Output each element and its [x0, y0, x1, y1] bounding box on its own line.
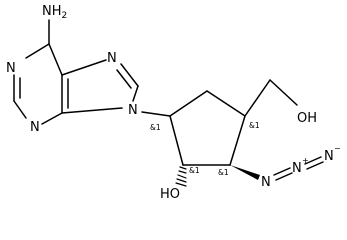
stereo-label-c4: &1	[249, 121, 260, 130]
bond-n-n2-b	[306, 161, 324, 170]
bond-n-n1-b	[275, 172, 293, 181]
bond-c5p-c4p	[206, 90, 246, 117]
n3-label: N	[30, 120, 40, 135]
n7-label: N	[107, 51, 117, 66]
bond-c5-n7	[61, 59, 107, 76]
azide-n-mid-charge: +	[302, 156, 309, 165]
azide-n-outer-charge: −	[334, 144, 341, 153]
azide-n-inner-label: N	[261, 175, 271, 190]
pyrimidine-ring-bonds	[13, 19, 69, 125]
stereo-label-c3: &1	[218, 168, 229, 177]
structure-svg: NH2 N N N N OH HO N N + N − &1 &1 &1 &1	[6, 4, 341, 202]
stereo-label-c1: &1	[150, 123, 161, 132]
imidazole-ring-bonds	[61, 59, 139, 114]
n1-label: N	[6, 61, 16, 76]
bond-n3-c4	[41, 112, 63, 125]
stereo-label-c2: &1	[189, 166, 200, 175]
bond-n9-c4	[61, 107, 123, 114]
bond-c5-c6	[48, 43, 63, 76]
bond-c2p-c1	[169, 115, 184, 166]
cyclopentane-ring-bonds	[141, 79, 298, 166]
bond-c4p-c3p	[229, 115, 246, 166]
bond-c6-n1	[25, 43, 50, 59]
bond-c2-n3	[13, 100, 27, 119]
azide-bonds	[273, 156, 324, 181]
bond-c1-c5p	[169, 90, 208, 117]
ring-oh-label: HO	[160, 187, 180, 202]
hash-wedge-c2-oh	[175, 166, 187, 187]
bond-n-n1	[273, 167, 291, 176]
wedge-c3-n	[230, 165, 260, 180]
n9-label: N	[128, 103, 138, 118]
bond-ch2-oh	[269, 79, 298, 106]
bond-c8-n9	[132, 85, 139, 102]
bond-n7-c8-inner	[116, 69, 132, 89]
bond-n9-c1	[141, 111, 171, 117]
hydroxymethyl-oh-label: OH	[297, 111, 317, 126]
bond-n-n2	[304, 156, 322, 165]
molecule-structure-diagram: NH2 N N N N OH HO N N + N − &1 &1 &1 &1	[6, 4, 341, 202]
amine-label: NH2	[42, 4, 67, 21]
bond-n7-c8	[120, 63, 139, 87]
azide-n-outer-label: N	[324, 149, 334, 164]
bond-c4p-ch2	[244, 79, 271, 117]
azide-n-mid-label: N	[292, 161, 302, 176]
